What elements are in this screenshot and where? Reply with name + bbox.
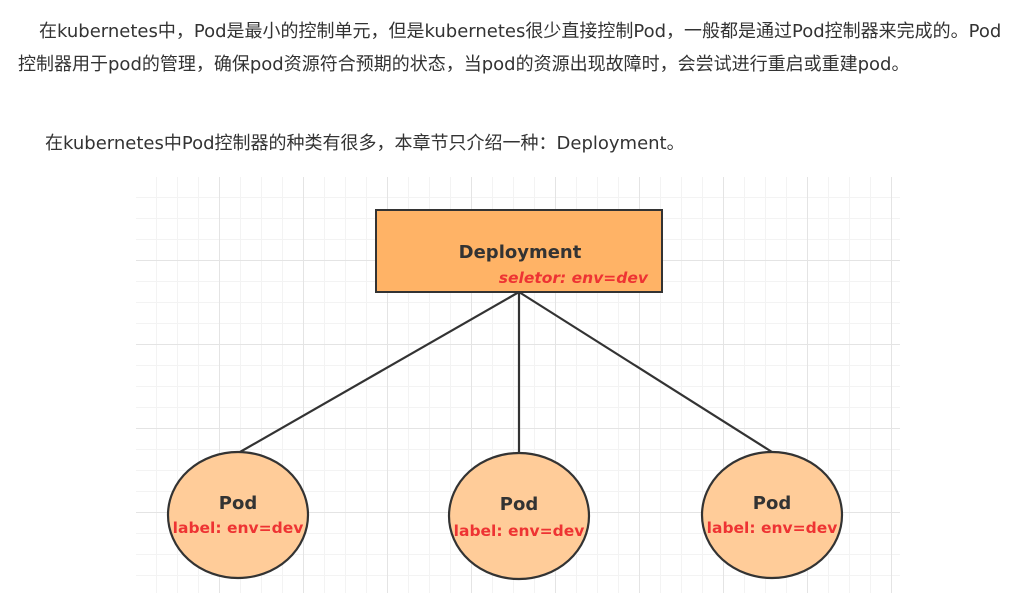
pod-3-ellipse	[700, 450, 844, 580]
pod-node-2: Pod label: env=dev	[447, 451, 591, 581]
pod-1-ellipse	[166, 450, 310, 580]
pod-node-1: Pod label: env=dev	[166, 450, 310, 580]
deployment-title: Deployment	[459, 242, 582, 263]
deployment-diagram: Deployment seletor: env=dev Pod label: e…	[136, 177, 900, 593]
intro-paragraph: 在kubernetes中，Pod是最小的控制单元，但是kubernetes很少直…	[18, 21, 1002, 75]
deployment-node: Deployment seletor: env=dev	[375, 209, 663, 293]
connector-deployment-pod-3	[518, 291, 773, 453]
pod-2-ellipse	[447, 451, 591, 581]
pod-3-title: Pod	[753, 493, 791, 514]
pod-1-label: label: env=dev	[173, 519, 304, 537]
connector-deployment-pod-1	[239, 291, 520, 453]
pod-1-title: Pod	[219, 493, 257, 514]
controller-types-paragraph: 在kubernetes中Pod控制器的种类有很多，本章节只介绍一种：Deploy…	[45, 133, 685, 154]
pod-3-label: label: env=dev	[707, 519, 838, 537]
pod-2-title: Pod	[500, 494, 538, 515]
pod-2-label: label: env=dev	[454, 522, 585, 540]
pod-node-3: Pod label: env=dev	[700, 450, 844, 580]
diagram-canvas: Deployment seletor: env=dev Pod label: e…	[166, 209, 844, 581]
deployment-box	[375, 209, 663, 293]
deployment-selector: seletor: env=dev	[499, 269, 649, 287]
